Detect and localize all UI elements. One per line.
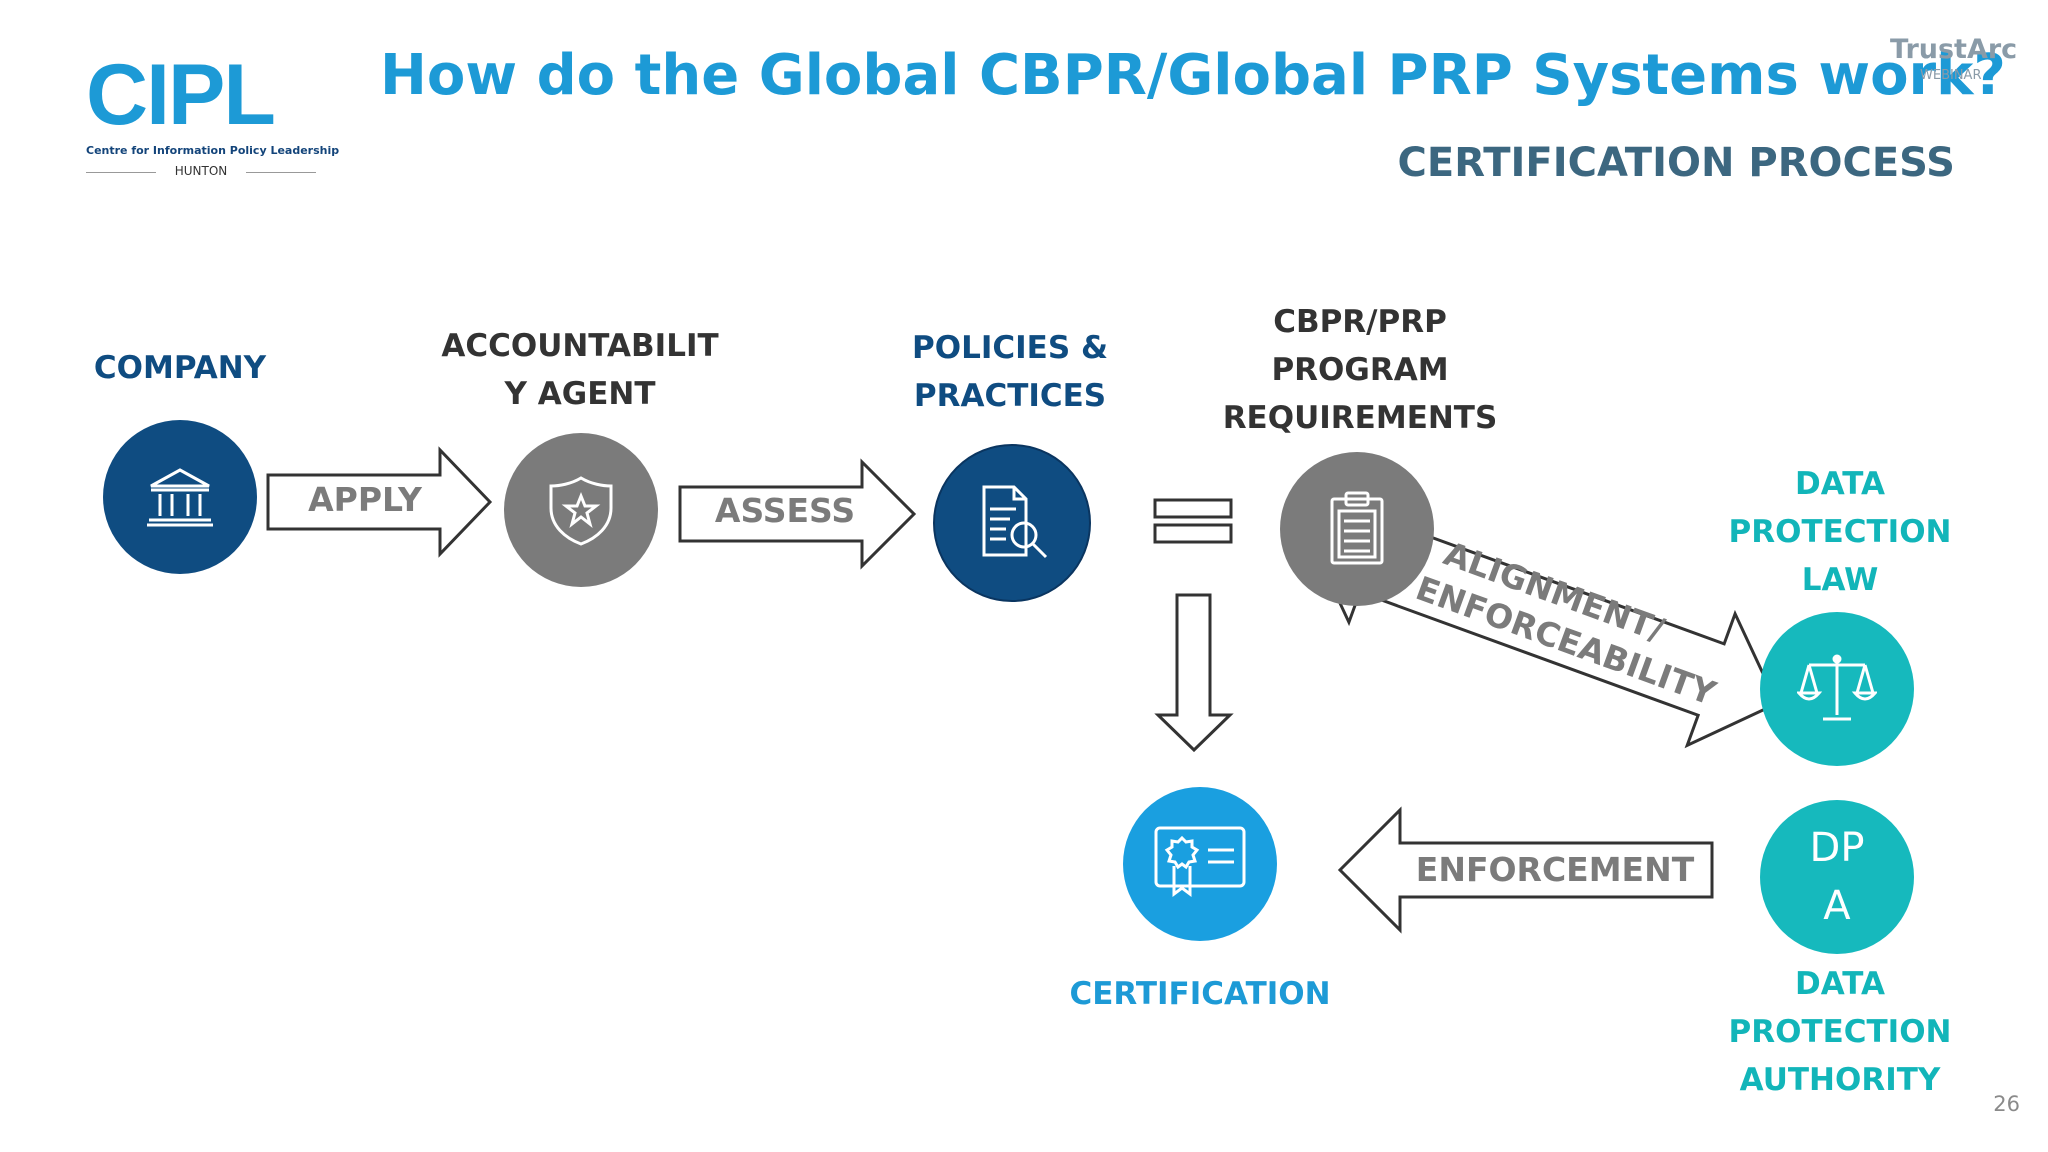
dpa-label: DATA PROTECTION AUTHORITY — [1728, 966, 1952, 1098]
requirements-label: CBPR/PRP PROGRAM REQUIREMENTS — [1222, 304, 1498, 436]
policies-label: POLICIES & PRACTICES — [912, 330, 1108, 414]
down-arrow — [1154, 593, 1234, 753]
bank-building-icon — [147, 468, 213, 527]
trustarc-name: TrustArc — [1890, 34, 2018, 65]
dpa-node-text: DP A — [1809, 825, 1865, 929]
dpa-node: DP A — [1760, 800, 1914, 954]
assess-label: ASSESS — [714, 491, 856, 530]
law-label: DATA PROTECTION LAW — [1728, 466, 1952, 598]
law-node — [1760, 612, 1914, 766]
requirements-node — [1280, 452, 1434, 606]
shield-star-icon — [549, 476, 613, 546]
logo-tagline: Centre for Information Policy Leadership — [86, 144, 340, 157]
logo-name: CIPL — [86, 47, 276, 143]
logo-divider-right — [246, 172, 316, 173]
certification-label: CERTIFICATION — [1069, 976, 1331, 1012]
company-node — [103, 420, 257, 574]
enforcement-label: ENFORCEMENT — [1415, 850, 1695, 889]
equals-bottom-bar — [1153, 523, 1233, 544]
clipboard-icon — [1330, 491, 1384, 565]
trustarc-logo: TrustArc WEBINAR — [1890, 34, 2030, 94]
agent-label: ACCOUNTABILIT Y AGENT — [441, 328, 719, 412]
policies-node — [933, 444, 1091, 602]
certificate-icon — [1154, 826, 1246, 897]
company-label: COMPANY — [93, 350, 267, 386]
logo-divider-left — [86, 172, 156, 173]
alignment-label-group: ALIGNMENT/ ENFORCEABILITY — [1401, 529, 1721, 721]
apply-label: APPLY — [308, 480, 422, 519]
agent-node — [504, 433, 658, 587]
scales-icon — [1797, 654, 1877, 721]
document-search-icon — [982, 485, 1048, 559]
cipl-logo: CIPL Centre for Information Policy Leade… — [86, 47, 340, 184]
page-number: 26 — [1993, 1092, 2020, 1116]
equals-top-bar — [1153, 498, 1233, 519]
logo-sub: HUNTON — [174, 164, 228, 178]
slide-subtitle: CERTIFICATION PROCESS — [1397, 140, 1955, 186]
certification-node — [1123, 787, 1277, 941]
trustarc-sub: WEBINAR — [1920, 68, 1982, 83]
slide-title: How do the Global CBPR/Global PRP System… — [380, 43, 2006, 108]
